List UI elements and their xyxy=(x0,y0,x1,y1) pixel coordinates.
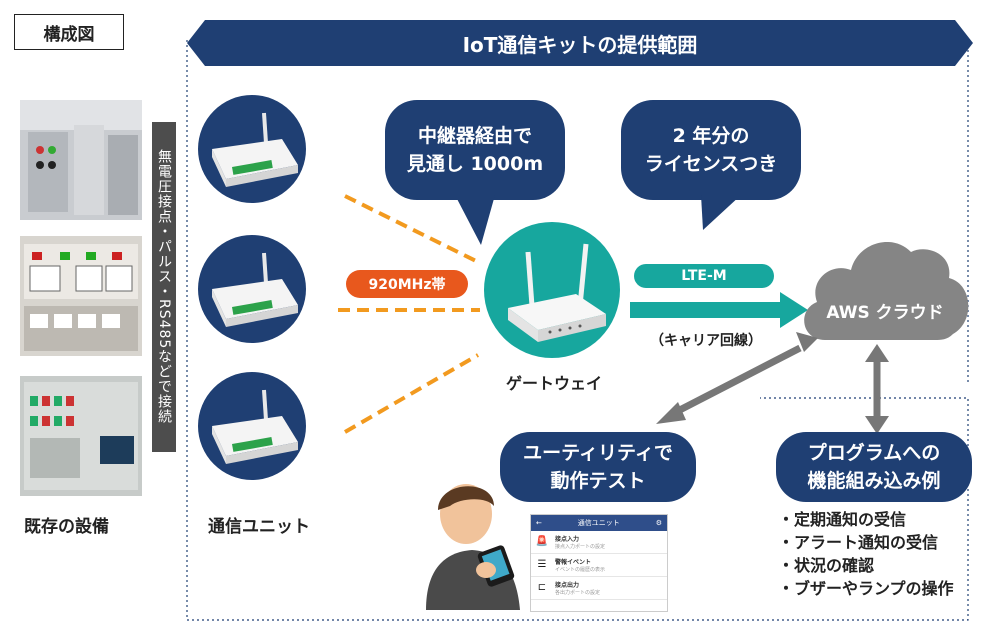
phone-row-title: 警報イベント xyxy=(555,559,592,566)
utility-bubble: ユーティリティで 動作テスト xyxy=(500,432,696,502)
phone-title: 通信ユニット xyxy=(577,519,620,527)
banner-title: IoT通信キットの提供範囲 xyxy=(462,32,698,57)
phone-row-sub: 接点入力ポートの設定 xyxy=(555,544,606,550)
license-bubble-shape xyxy=(621,100,801,230)
phone-row[interactable]: ☰ 警報イベント イベントの履歴の表示 xyxy=(531,554,667,577)
scope-banner xyxy=(187,20,973,66)
phone-header: ← 通信ユニット ⚙ xyxy=(531,515,667,531)
comm-unit-1 xyxy=(198,95,306,203)
diagram-frame-label: 構成図 xyxy=(14,14,124,50)
phone-row-sub: 各出力ポートの設定 xyxy=(555,590,601,596)
phone-row-title: 接点出力 xyxy=(555,582,580,589)
arrow-left-icon[interactable]: ← xyxy=(536,519,542,527)
cloud-label: AWS クラウド xyxy=(826,303,944,323)
equipment-photo-1 xyxy=(20,100,142,220)
relay-bubble-shape xyxy=(385,100,565,245)
example-item: ・ブザーやランプの操作 xyxy=(778,579,954,598)
siren-icon: 🚨 xyxy=(535,536,549,547)
phone-row-sub: イベントの履歴の表示 xyxy=(555,567,606,573)
connection-method-label: 無電圧接点・パルス・RS485などで接続 xyxy=(152,122,176,452)
phone-row[interactable]: ⊏ 接点出力 各出力ポートの設定 xyxy=(531,577,667,600)
gear-icon[interactable]: ⚙ xyxy=(655,519,662,527)
existing-equipment-label: 既存の設備 xyxy=(24,517,109,537)
person-illustration xyxy=(426,484,520,610)
equipment-photo-2 xyxy=(20,236,142,356)
license-bubble: 2 年分の ライセンスつき xyxy=(644,124,778,176)
phone-screen: ← 通信ユニット ⚙ 🚨 接点入力 接点入力ポートの設定 ☰ 警報イベント イベ… xyxy=(530,514,668,612)
example-item: ・状況の確認 xyxy=(778,556,875,575)
band-pill: 920MHz帯 xyxy=(346,270,468,298)
relay-bubble: 中継器経由で 見通し 1000m xyxy=(406,124,544,176)
comm-unit-3 xyxy=(198,372,306,480)
example-item: ・アラート通知の受信 xyxy=(778,533,939,552)
carrier-label: （キャリア回線） xyxy=(650,333,762,349)
aws-cloud-icon xyxy=(804,241,969,340)
example-list: ・定期通知の受信 ・アラート通知の受信 ・状況の確認 ・ブザーやランプの操作 xyxy=(778,508,954,600)
lte-arrow xyxy=(630,292,808,328)
gateway-device xyxy=(484,222,620,358)
comm-unit-label: 通信ユニット xyxy=(208,517,310,537)
gateway-label: ゲートウェイ xyxy=(506,374,603,393)
example-item: ・定期通知の受信 xyxy=(778,510,907,529)
lte-pill: LTE-M xyxy=(634,264,774,288)
program-bubble: プログラムへの 機能組み込み例 xyxy=(776,432,972,502)
output-icon: ⊏ xyxy=(537,582,547,593)
phone-row-title: 接点入力 xyxy=(555,536,580,543)
equipment-photo-3 xyxy=(20,376,142,496)
document-icon: ☰ xyxy=(537,559,547,570)
phone-row[interactable]: 🚨 接点入力 接点入力ポートの設定 xyxy=(531,531,667,554)
comm-unit-2 xyxy=(198,235,306,343)
